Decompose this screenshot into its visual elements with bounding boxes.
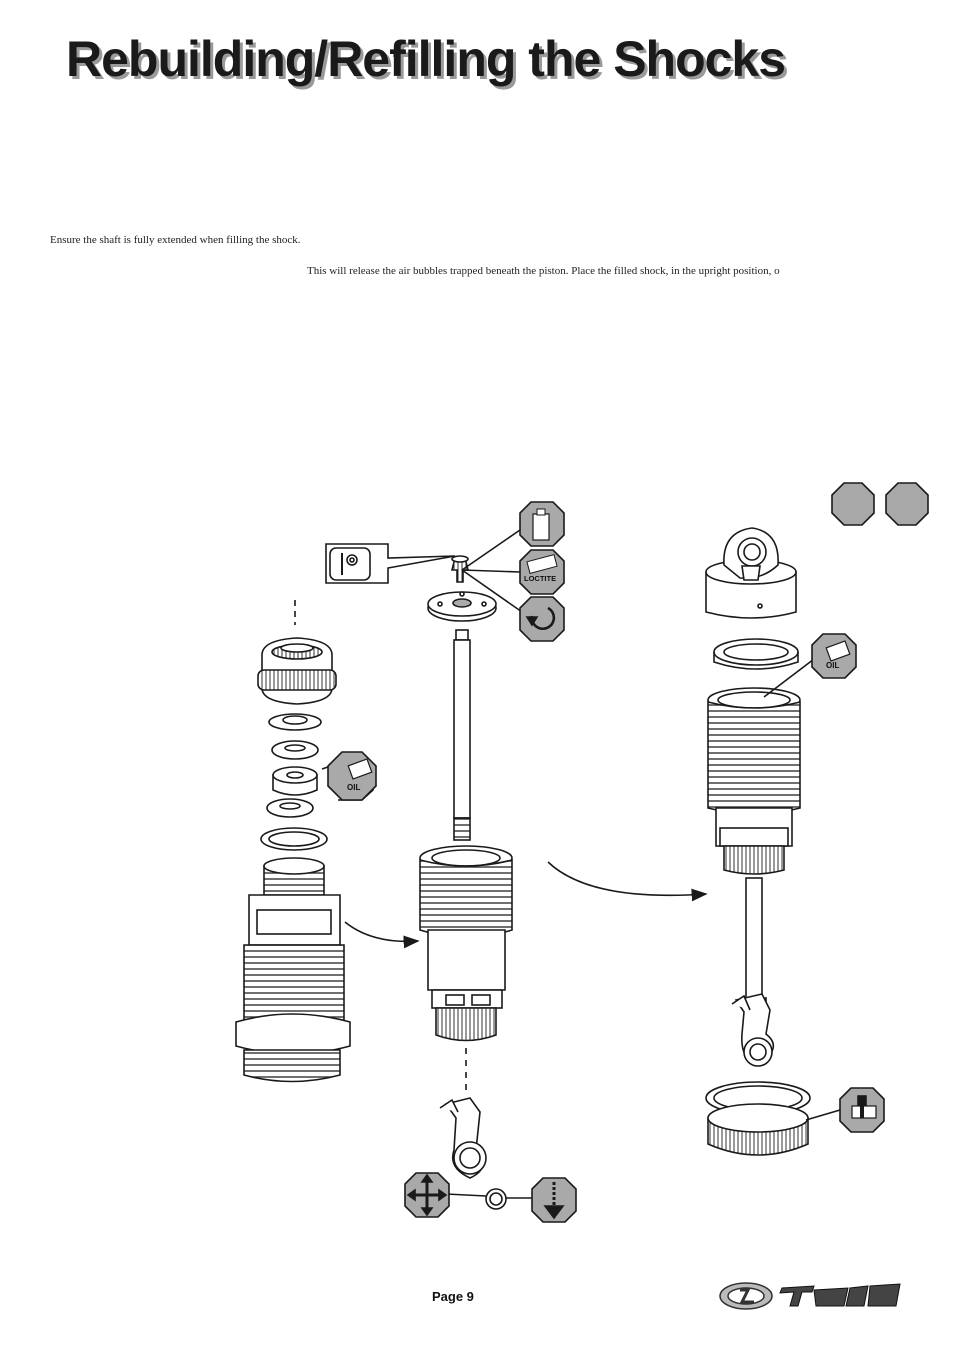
- piston-disc: [427, 591, 497, 622]
- page-number: Page 9: [432, 1289, 474, 1304]
- bottle-icon: [519, 501, 565, 547]
- adjust-arrows-icon: [404, 1172, 450, 1218]
- instruction-paragraph-2: This will release the air bubbles trappe…: [307, 265, 780, 277]
- ball-stud: [445, 1188, 536, 1210]
- stop-badge-icon: [885, 482, 929, 526]
- top-screw-and-label: [325, 543, 470, 584]
- loctite-label: LOCTITE: [524, 574, 556, 583]
- page-title: Rebuilding/Refilling the Shocks: [66, 31, 786, 87]
- shock-shaft: [453, 629, 471, 841]
- tighten-icon: [519, 596, 565, 642]
- middle-shock-body: [419, 845, 513, 1090]
- shock-exploded-diagram: OIL: [235, 501, 885, 1223]
- press-icon: [531, 1177, 577, 1223]
- right-top-cap: [705, 527, 797, 619]
- loctite-icon: LOCTITE: [519, 549, 565, 595]
- oil-label: OIL: [347, 783, 360, 792]
- right-bottom-ring: [705, 1081, 811, 1156]
- left-cap-assembly: [257, 600, 337, 851]
- left-shock-body: [235, 857, 351, 1083]
- shock-rod-end: [439, 1097, 487, 1179]
- right-rod-end: [731, 993, 775, 1067]
- right-shock-body: [707, 687, 801, 1009]
- instruction-paragraph-1: Ensure the shaft is fully extended when …: [50, 234, 301, 246]
- stop-badge-icon: [831, 482, 875, 526]
- oil-icon: OIL: [763, 633, 857, 698]
- oil-label: OIL: [826, 661, 839, 670]
- wrench-icon: [805, 1087, 885, 1133]
- oil-icon: OIL: [321, 751, 377, 801]
- right-collar: [713, 638, 799, 670]
- team-losi-logo: [719, 1282, 901, 1310]
